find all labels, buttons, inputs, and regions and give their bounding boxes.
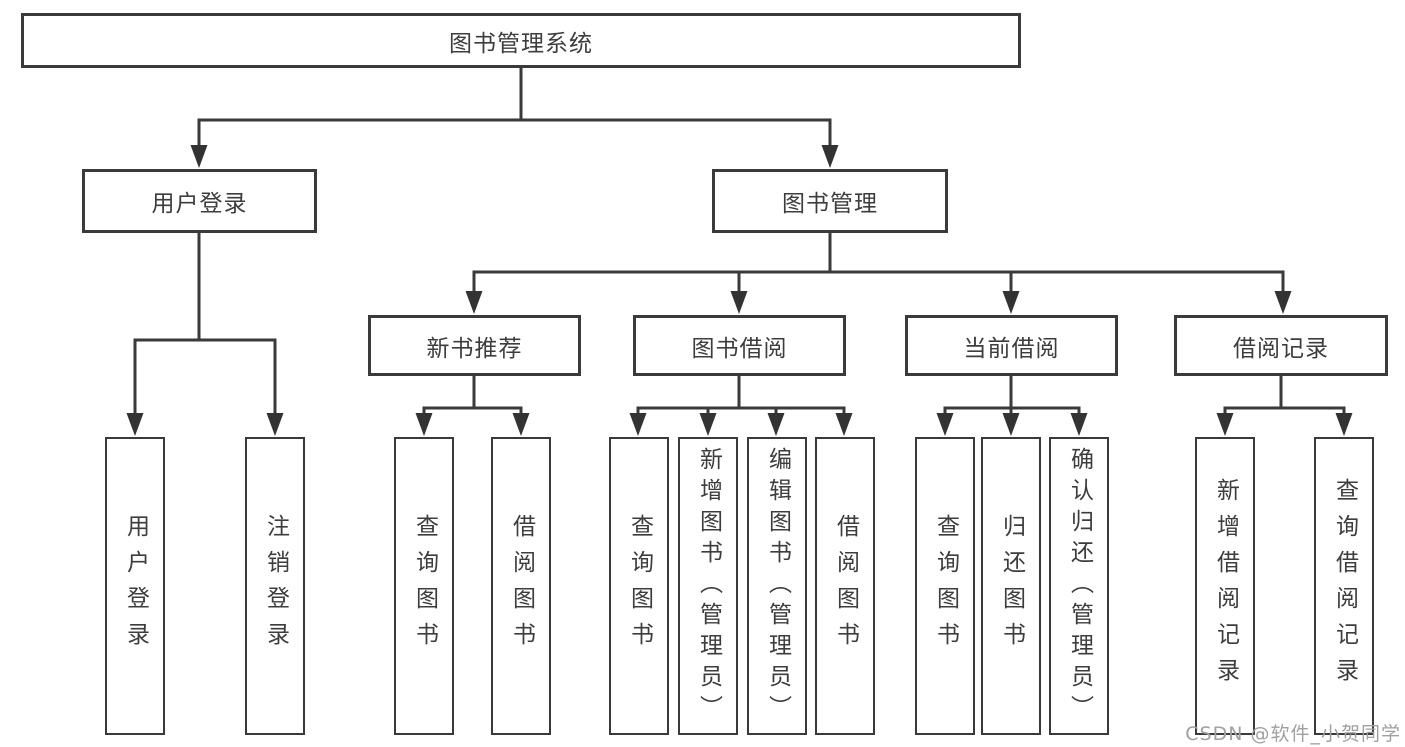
leaf-query-books-current-label: 查询图书 (932, 514, 959, 658)
leaf-add-borrow-record: 新增借阅记录 (1195, 437, 1255, 735)
leaf-return-books: 归还图书 (981, 437, 1041, 735)
leaf-edit-book-admin-label: 编辑图书（管理员） (764, 446, 791, 726)
csdn-watermark: CSDN @软件_小贺同学 (1185, 723, 1401, 745)
leaf-add-book-admin: 新增图书（管理员） (678, 437, 738, 735)
arrowheads (126, 145, 1353, 436)
leaf-query-borrow-record-label: 查询借阅记录 (1331, 478, 1358, 694)
node-current-borrow: 当前借阅 (905, 315, 1118, 376)
leaf-confirm-return-admin: 确认归还（管理员） (1049, 437, 1109, 735)
leaf-borrow-books-recommend: 借阅图书 (491, 437, 551, 735)
leaf-query-books-current: 查询图书 (915, 437, 975, 735)
leaf-query-books-recommend-label: 查询图书 (411, 514, 438, 658)
node-book-management: 图书管理 (712, 169, 948, 233)
leaf-logout: 注销登录 (245, 437, 305, 735)
leaf-user-login-label: 用户登录 (122, 514, 149, 658)
node-user-login: 用户登录 (82, 169, 317, 233)
node-borrow-records: 借阅记录 (1174, 315, 1388, 376)
leaf-confirm-return-admin-label: 确认归还（管理员） (1066, 446, 1093, 726)
leaf-query-books-borrow: 查询图书 (609, 437, 669, 735)
leaf-user-login: 用户登录 (105, 437, 165, 735)
leaf-logout-label: 注销登录 (262, 514, 289, 658)
node-book-borrow: 图书借阅 (633, 315, 846, 376)
node-root: 图书管理系统 (21, 13, 1021, 68)
leaf-add-book-admin-label: 新增图书（管理员） (695, 446, 722, 726)
leaf-query-books-recommend: 查询图书 (394, 437, 454, 735)
leaf-query-books-borrow-label: 查询图书 (626, 514, 653, 658)
leaf-borrow-books-label: 借阅图书 (832, 514, 859, 658)
node-new-book-recommend: 新书推荐 (368, 315, 581, 376)
leaf-edit-book-admin: 编辑图书（管理员） (747, 437, 807, 735)
leaf-query-borrow-record: 查询借阅记录 (1314, 437, 1374, 735)
leaf-borrow-books-recommend-label: 借阅图书 (508, 514, 535, 658)
leaf-return-books-label: 归还图书 (998, 514, 1025, 658)
leaf-add-borrow-record-label: 新增借阅记录 (1212, 478, 1239, 694)
leaf-borrow-books: 借阅图书 (815, 437, 875, 735)
